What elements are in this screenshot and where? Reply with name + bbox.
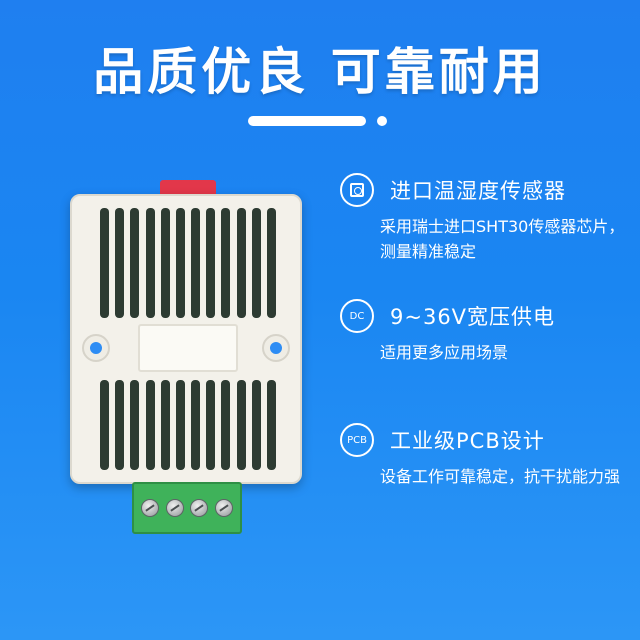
vent-slot <box>191 380 201 470</box>
sensor-device-image <box>70 180 302 540</box>
feature-title: 9~36V宽压供电 <box>390 305 556 329</box>
feature-title: 进口温湿度传感器 <box>390 179 566 203</box>
vent-slot <box>175 380 185 470</box>
vent-slot <box>266 208 276 318</box>
vent-slot <box>266 380 276 470</box>
vent-slot <box>115 208 125 318</box>
vent-slots-top <box>100 208 276 318</box>
vent-slot <box>191 208 201 318</box>
vent-slots-bottom <box>100 380 276 470</box>
vent-slot <box>130 208 140 318</box>
sensor-chip-icon <box>340 173 374 207</box>
terminal-screw <box>190 499 209 517</box>
vent-slot <box>175 208 185 318</box>
feature-desc: 适用更多应用场景 <box>380 343 509 362</box>
device-housing <box>70 194 302 484</box>
vent-slot <box>221 380 231 470</box>
feature-desc: 设备工作可靠稳定，抗干扰能力强 <box>380 467 621 486</box>
terminal-screw <box>214 499 233 517</box>
vent-slot <box>251 208 261 318</box>
divider-dot <box>377 116 387 126</box>
red-tab <box>160 180 216 198</box>
mount-hole-left <box>82 334 110 362</box>
vent-slot <box>206 208 216 318</box>
vent-slot <box>145 380 155 470</box>
vent-slot <box>115 380 125 470</box>
vent-slot <box>130 380 140 470</box>
feature-pcb: PCB 工业级PCB设计 设备工作可靠稳定，抗干扰能力强 <box>340 422 630 489</box>
vent-slot <box>160 208 170 318</box>
feature-title: 工业级PCB设计 <box>390 429 545 453</box>
terminal-screw <box>165 499 184 517</box>
divider-bar <box>248 116 366 126</box>
terminal-block <box>132 482 242 534</box>
vent-slot <box>206 380 216 470</box>
label-window <box>138 324 238 372</box>
vent-slot <box>236 208 246 318</box>
mount-hole-right <box>262 334 290 362</box>
feature-desc: 采用瑞士进口SHT30传感器芯片，测量精准稳定 <box>380 217 625 261</box>
vent-slot <box>236 380 246 470</box>
vent-slot <box>251 380 261 470</box>
terminal-screw <box>141 499 160 517</box>
vent-slot <box>100 380 109 470</box>
pcb-icon: PCB <box>340 423 374 457</box>
vent-slot <box>160 380 170 470</box>
vent-slot <box>221 208 231 318</box>
feature-sensor: 进口温湿度传感器 采用瑞士进口SHT30传感器芯片，测量精准稳定 <box>340 172 630 264</box>
vent-slot <box>100 208 109 318</box>
dc-icon: DC <box>340 299 374 333</box>
vent-slot <box>145 208 155 318</box>
feature-power: DC 9~36V宽压供电 适用更多应用场景 <box>340 298 630 365</box>
headline: 品质优良 可靠耐用 <box>93 43 547 101</box>
